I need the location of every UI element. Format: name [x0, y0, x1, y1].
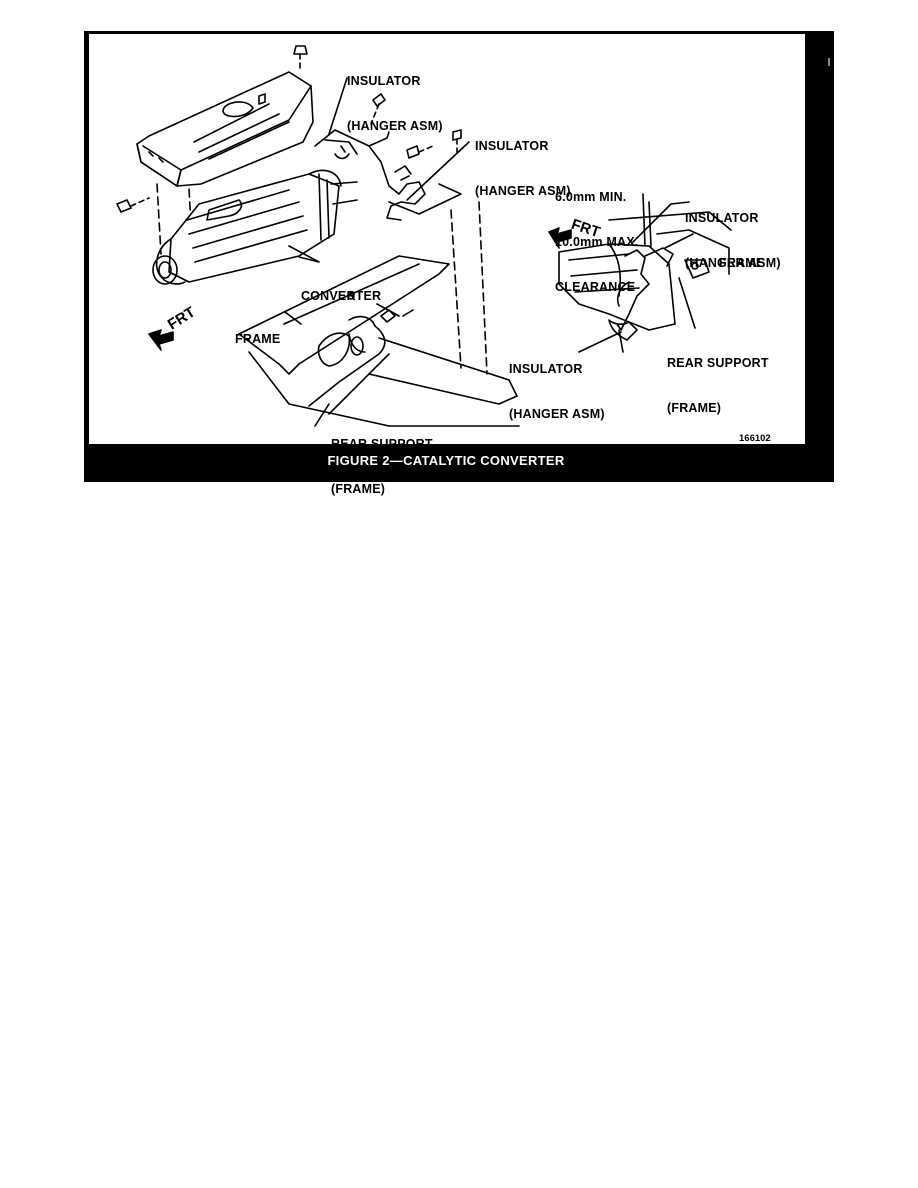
bolt-top	[293, 45, 308, 73]
bolt-left	[116, 197, 150, 213]
label-insulator-right: INSULATOR (HANGER ASM)	[685, 211, 781, 270]
edge-mark	[828, 58, 830, 66]
right-edge-strip	[808, 31, 834, 482]
clearance-detail	[558, 193, 732, 353]
label-frame-left: FRAME	[235, 332, 281, 346]
catalytic-converter-illustration	[116, 45, 732, 427]
hanger-bracket	[314, 93, 462, 221]
label-frame-right: FRAME	[719, 256, 765, 270]
label-rear-support-right: REAR SUPPORT (FRAME)	[667, 356, 769, 415]
label-insulator-mid: INSULATOR (HANGER ASM)	[475, 139, 571, 198]
label-insulator-top: INSULATOR (HANGER ASM)	[347, 74, 443, 133]
figure-caption: FIGURE 2—CATALYTIC CONVERTER	[327, 453, 565, 468]
heat-shield	[136, 71, 314, 187]
label-rear-support-left: REAR SUPPORT (FRAME)	[331, 437, 433, 496]
frt-arrow-left-icon	[148, 329, 174, 351]
figure-frame: INSULATOR (HANGER ASM) INSULATOR (HANGER…	[84, 31, 834, 496]
frt-arrow-right-icon	[548, 227, 572, 249]
figure-number: 166102	[739, 433, 771, 444]
label-converter: CONVERTER	[301, 289, 382, 303]
frame-rail	[238, 255, 520, 427]
label-clearance: 6.0mm MIN. 10.0mm MAX. CLEARANCE	[555, 190, 639, 294]
label-insulator-bottom: INSULATOR (HANGER ASM)	[509, 362, 605, 421]
converter-body	[152, 169, 358, 285]
illustration-panel: INSULATOR (HANGER ASM) INSULATOR (HANGER…	[89, 34, 805, 496]
